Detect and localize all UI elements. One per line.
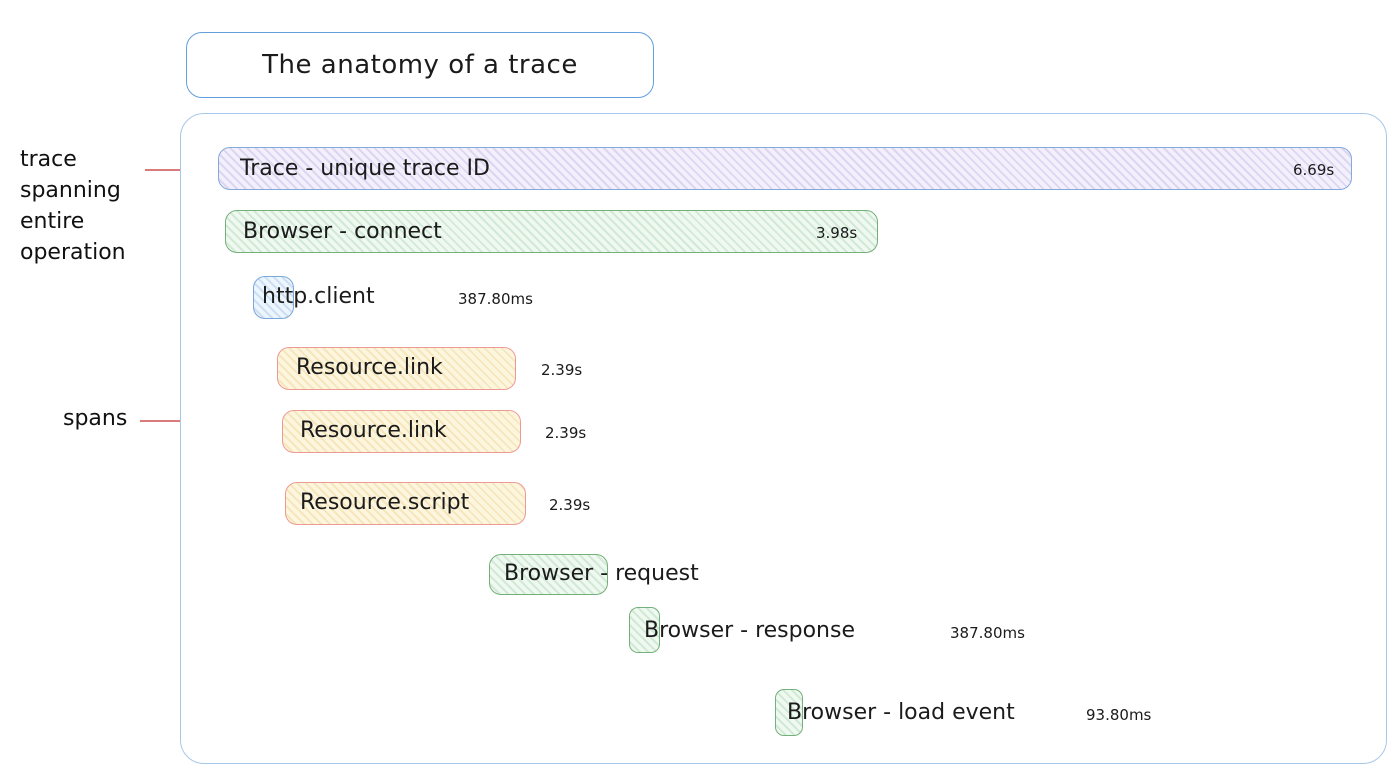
span-browser-response-bar bbox=[629, 607, 660, 653]
spans-pointer-line bbox=[140, 420, 213, 422]
trace-bar-duration: 6.69s bbox=[1293, 161, 1335, 179]
span-http-client-label: http.client bbox=[262, 284, 375, 309]
title-box: The anatomy of a trace bbox=[186, 32, 654, 98]
span-browser-request-label: Browser - request bbox=[504, 561, 699, 586]
span-browser-request-bar bbox=[489, 554, 608, 595]
span-resource-script-bar bbox=[285, 482, 526, 525]
span-browser-load-event-duration: 93.80ms bbox=[1086, 706, 1152, 724]
span-resource-link-1-bar bbox=[277, 347, 516, 390]
span-browser-load-event-label: Browser - load event bbox=[787, 700, 1015, 725]
span-resource-link-2-duration: 2.39s bbox=[545, 424, 587, 442]
span-browser-connect-bar bbox=[225, 210, 878, 253]
annotation-line: operation bbox=[20, 240, 126, 265]
page-title: The anatomy of a trace bbox=[262, 50, 578, 80]
span-browser-connect-duration: 3.98s bbox=[816, 224, 858, 242]
trace-pointer-line bbox=[145, 169, 207, 171]
span-http-client-bar bbox=[253, 276, 294, 319]
annotation-line: spanning bbox=[20, 178, 121, 203]
span-resource-link-2-bar bbox=[282, 410, 521, 453]
span-browser-response-duration: 387.80ms bbox=[950, 624, 1025, 642]
span-browser-response-label: Browser - response bbox=[644, 618, 855, 643]
annotation-spans: spans bbox=[63, 406, 128, 431]
span-browser-connect-label: Browser - connect bbox=[243, 219, 442, 244]
trace-bar-label: Trace - unique trace ID bbox=[240, 156, 490, 181]
annotation-line: trace bbox=[20, 147, 77, 172]
trace-bar bbox=[218, 147, 1352, 190]
span-resource-script-label: Resource.script bbox=[300, 490, 470, 515]
span-resource-link-1-label: Resource.link bbox=[296, 355, 443, 380]
span-resource-link-2-label: Resource.link bbox=[300, 418, 447, 443]
annotation-trace-spanning: trace spanning entire operation bbox=[20, 144, 126, 268]
span-resource-link-1-duration: 2.39s bbox=[541, 361, 583, 379]
annotation-line: entire bbox=[20, 209, 85, 234]
span-resource-script-duration: 2.39s bbox=[549, 496, 591, 514]
span-browser-load-event-bar bbox=[775, 689, 803, 736]
span-http-client-duration: 387.80ms bbox=[458, 290, 533, 308]
